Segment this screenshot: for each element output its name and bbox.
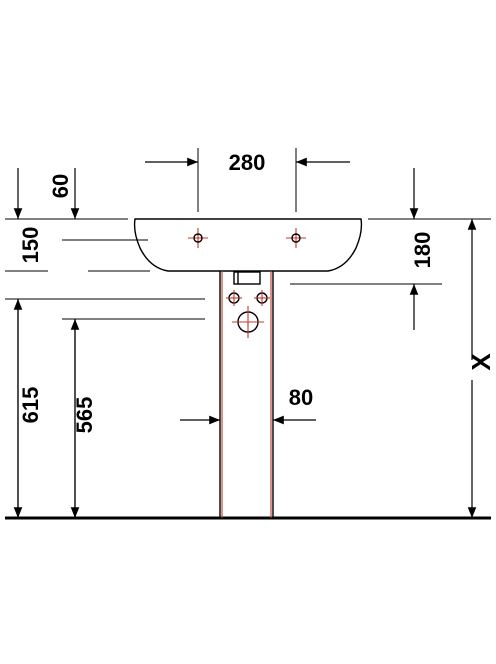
dim-80-label: 80 xyxy=(289,385,313,410)
dim-150: 150 xyxy=(13,168,43,264)
dim-150-label: 150 xyxy=(18,227,43,264)
extension-lines xyxy=(5,148,491,435)
dim-60-label: 60 xyxy=(48,174,73,198)
waste-fitting-left xyxy=(226,290,242,306)
tap-hole-right xyxy=(286,228,306,248)
tap-hole-left xyxy=(188,228,208,248)
dim-615-label: 615 xyxy=(18,387,43,424)
pedestal xyxy=(219,271,274,518)
waste-outlet xyxy=(232,306,264,338)
dim-280-label: 280 xyxy=(229,150,266,175)
dim-80: 80 xyxy=(180,385,316,425)
dim-180-label: 180 xyxy=(410,232,435,269)
dim-x: X xyxy=(466,219,496,518)
dim-615: 615 xyxy=(13,299,43,518)
dim-180: 180 xyxy=(409,168,435,330)
dim-60: 60 xyxy=(48,168,80,219)
dim-x-label: X xyxy=(466,353,496,371)
dim-565: 565 xyxy=(70,319,97,518)
waste-fitting-right xyxy=(254,290,270,306)
dim-280: 280 xyxy=(145,150,350,175)
washbasin xyxy=(133,218,363,272)
dim-565-label: 565 xyxy=(72,397,97,434)
